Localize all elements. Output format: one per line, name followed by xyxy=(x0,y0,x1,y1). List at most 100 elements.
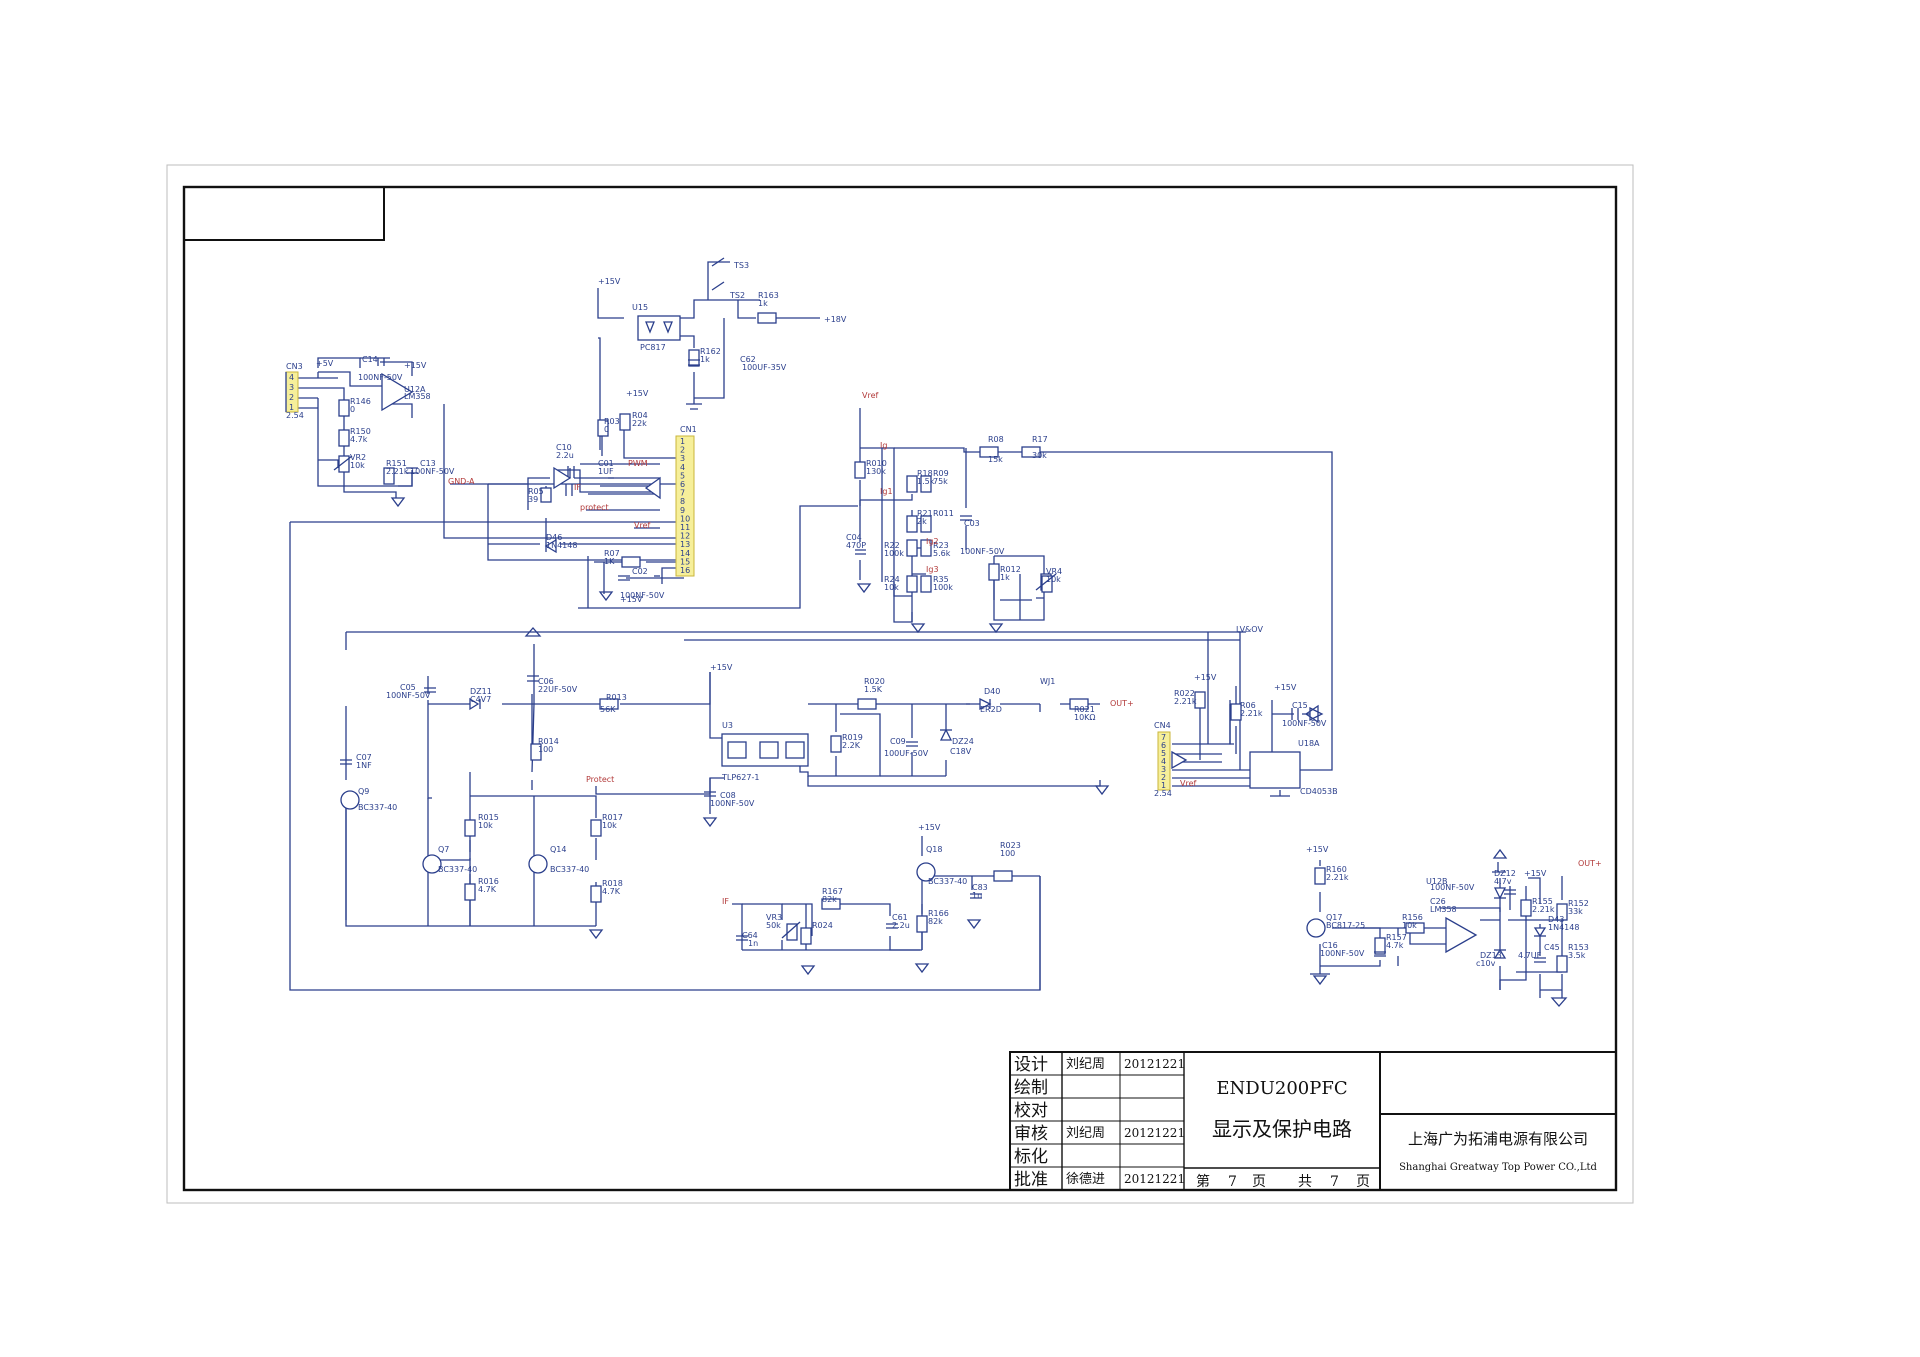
component-label: R152 xyxy=(1568,899,1589,908)
component-label: 2.21k xyxy=(1532,905,1555,914)
component-label: 10k xyxy=(1046,575,1061,584)
component-label: 4.7k xyxy=(1386,941,1404,950)
component-label: R03 xyxy=(604,417,620,426)
component-label: R167 xyxy=(822,887,843,896)
component-label: C4V7 xyxy=(470,695,491,704)
component-label: CD4053B xyxy=(1300,787,1338,796)
cn4-pin-number: 1 xyxy=(1161,781,1166,790)
component-label: 56K xyxy=(600,705,616,714)
component-label: 100NF-50V xyxy=(386,691,431,700)
component-label: PC817 xyxy=(640,343,666,352)
component-label: 100 xyxy=(1000,849,1015,858)
component-label: Q17 xyxy=(1326,913,1342,922)
component-label: IF xyxy=(574,483,581,492)
component-label: C04 xyxy=(846,533,862,542)
component-label: BC337-40 xyxy=(358,803,397,812)
component-label: U12A xyxy=(404,385,426,394)
component-label: WJ1 xyxy=(1040,677,1055,686)
component-label: R162 xyxy=(700,347,721,356)
component-label: Q14 xyxy=(550,845,566,854)
component-label: R153 xyxy=(1568,943,1589,952)
component-label: TS2 xyxy=(729,291,745,300)
cn1-pin-number: 7 xyxy=(680,489,685,498)
component-label: R23 xyxy=(933,541,949,550)
connector-CN1 xyxy=(675,435,695,577)
component-label: R05 xyxy=(528,487,544,496)
total-number: 7 xyxy=(1330,1174,1339,1190)
cn4-pin-number: 3 xyxy=(1161,765,1166,774)
component-label: 1NF xyxy=(356,761,372,770)
component-label: R018 xyxy=(602,879,623,888)
component-label: 1k xyxy=(1000,573,1010,582)
component-label: C13 xyxy=(420,459,436,468)
title-role-label: 设计 xyxy=(1014,1055,1048,1075)
component-label: R015 xyxy=(478,813,499,822)
component-label: C83 xyxy=(972,883,988,892)
cn1-pin-number: 6 xyxy=(680,480,685,489)
component-label: Ig xyxy=(880,441,887,450)
component-label: R166 xyxy=(928,909,949,918)
component-label: +18V xyxy=(824,315,847,324)
component-label: U18A xyxy=(1298,739,1320,748)
component-label: C15 xyxy=(1292,701,1308,710)
cn1-pin-number: 1 xyxy=(680,437,685,446)
cn4-pin-number: 7 xyxy=(1161,733,1166,742)
component-label: R17 xyxy=(1032,435,1048,444)
component-label: 100UF-50V xyxy=(884,749,929,758)
component-label: R06 xyxy=(1240,701,1256,710)
component-label: R017 xyxy=(602,813,623,822)
component-label: 1n xyxy=(972,891,982,900)
component-label: CN1 xyxy=(680,425,697,434)
component-label: 2.54 xyxy=(286,411,304,420)
component-label: +15V xyxy=(620,595,643,604)
component-label: C09 xyxy=(890,737,906,746)
corner-tab-box xyxy=(184,187,385,241)
component-label: 2.2K xyxy=(842,741,861,750)
wire-network xyxy=(289,261,1563,998)
component-label: Protect xyxy=(586,775,614,784)
component-label: U12B xyxy=(1426,877,1448,886)
component-label: R21 xyxy=(917,509,933,518)
component-label: PWM xyxy=(628,459,648,468)
drawing-frame xyxy=(182,185,1618,1192)
component-label: R08 xyxy=(988,435,1004,444)
title-name: 刘纪周 xyxy=(1066,1057,1105,1072)
component-label: Ig1 xyxy=(880,487,893,496)
cn3-pin-number: 2 xyxy=(289,393,294,402)
component-label: 22UF-50V xyxy=(538,685,578,694)
outer-paper-border xyxy=(166,164,1634,1204)
cn1-pin-number: 11 xyxy=(680,523,690,532)
sheet-number: 7 xyxy=(1228,1174,1237,1190)
component-label: 2k xyxy=(917,517,927,526)
title-role-label: 校对 xyxy=(1014,1101,1048,1121)
component-label: 1n xyxy=(748,939,758,948)
component-label: 1K xyxy=(604,557,615,566)
cn1-pin-number: 2 xyxy=(680,446,685,455)
component-label: D43 xyxy=(1548,915,1564,924)
component-label: 2.2u xyxy=(892,921,910,930)
component-label: BC817-25 xyxy=(1326,921,1365,930)
component-label: LV&OV xyxy=(1236,625,1263,634)
cn1-pin-number: 12 xyxy=(680,532,690,541)
drawing-number: ENDU200PFC xyxy=(1216,1078,1347,1099)
component-label: 15k xyxy=(988,455,1003,464)
component-label: R157 xyxy=(1386,933,1407,942)
company-name-cn: 上海广为拓浦电源有限公司 xyxy=(1408,1130,1588,1148)
component-label: R019 xyxy=(842,733,863,742)
component-label: R160 xyxy=(1326,865,1347,874)
component-label: 82k xyxy=(822,895,837,904)
component-label: Ig2 xyxy=(926,537,939,546)
component-label: DZ12 xyxy=(1494,869,1516,878)
component-label: +15V xyxy=(1194,673,1217,682)
component-label: 0 xyxy=(604,425,609,434)
component-label: R35 xyxy=(933,575,949,584)
component-label: 4.7k xyxy=(350,435,368,444)
cn4-pin-number: 6 xyxy=(1161,741,1166,750)
component-label: 10k xyxy=(478,821,493,830)
component-label: +15V xyxy=(1306,845,1329,854)
component-label: 2.54 xyxy=(1154,789,1172,798)
component-label: R020 xyxy=(864,677,885,686)
total-label: 共 xyxy=(1298,1174,1312,1190)
